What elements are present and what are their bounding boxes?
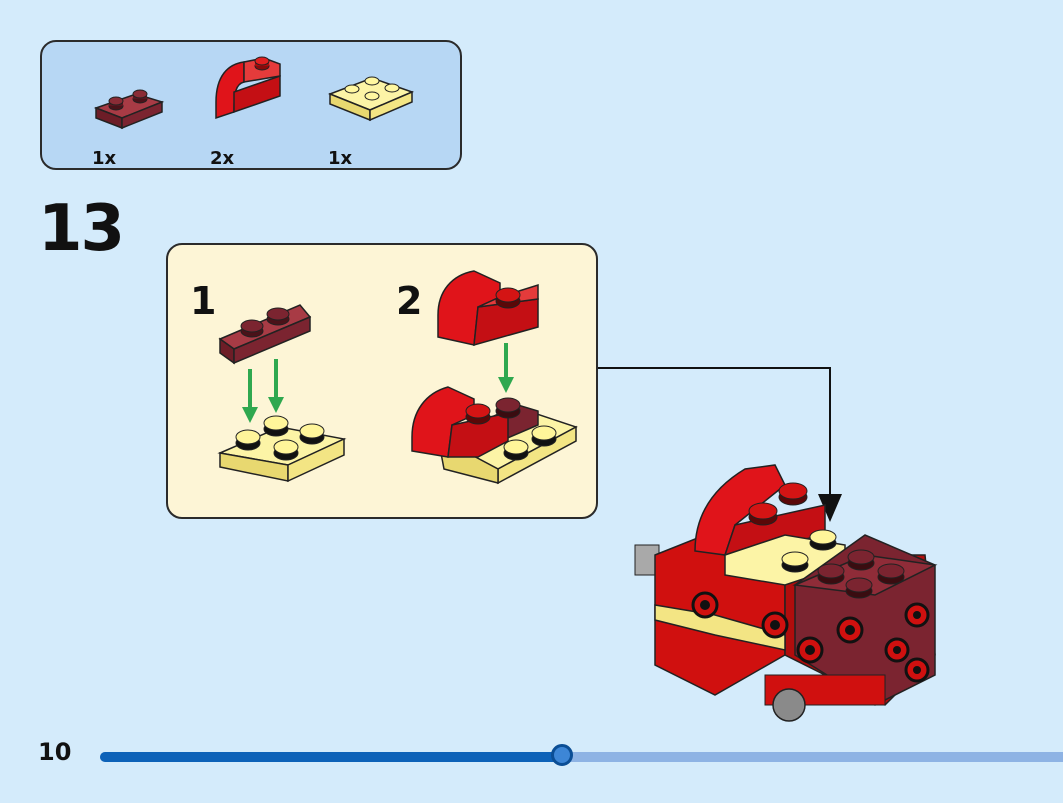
parts-list-panel: 1x 2x 1x	[40, 40, 462, 170]
model-illustration	[634, 464, 938, 722]
red-curved-slope-icon	[215, 56, 281, 120]
substep-panel: 1 2	[166, 243, 598, 519]
arrow-down-icon	[818, 494, 842, 522]
dark-red-plate-icon	[93, 89, 165, 130]
substep-1-illustration	[217, 304, 347, 483]
part-qty: 1x	[92, 148, 117, 169]
part-qty: 1x	[328, 148, 353, 169]
substep-label-2: 2	[396, 279, 423, 323]
substep-2-illustration	[411, 270, 578, 485]
progress-fill	[100, 752, 563, 762]
yellow-plate-icon	[328, 76, 415, 122]
page-number: 10	[38, 738, 72, 766]
progress-bar	[100, 744, 1063, 766]
part-dark-red-plate: 1x	[92, 60, 192, 169]
part-red-curved-slope: 2x	[210, 52, 310, 169]
step-number: 13	[38, 192, 125, 266]
substep-label-1: 1	[190, 279, 217, 323]
progress-knob[interactable]	[551, 744, 574, 766]
part-qty: 2x	[210, 148, 235, 169]
part-yellow-plate: 1x	[328, 54, 428, 169]
